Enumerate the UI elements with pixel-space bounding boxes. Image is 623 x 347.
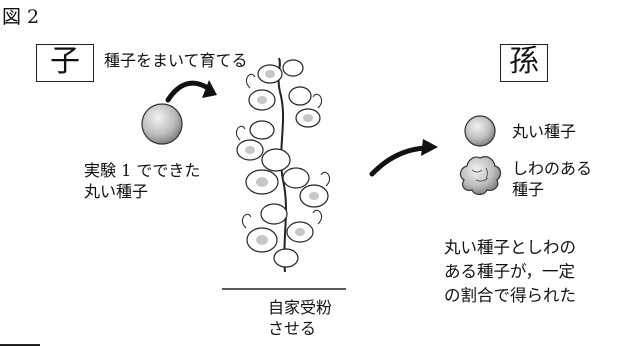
child-generation-label: 子 (36, 44, 94, 82)
result-text-line1: 丸い種子としわの (444, 238, 576, 257)
self-pollination-label: 自家受粉 させる (268, 297, 332, 339)
result-text: 丸い種子としわの ある種子が，一定 の割合で得られた (444, 236, 576, 308)
grandchild-generation-label: 孫 (500, 44, 548, 82)
result-arrow-icon (369, 139, 438, 177)
wrinkled-seed-label: しわのある 種子 (512, 158, 592, 200)
child-seed-caption-line2: 丸い種子 (84, 182, 149, 201)
figure-title: 図 2 (2, 6, 40, 28)
wrinkled-seed-label-line1: しわのある (512, 159, 593, 178)
result-text-line2: ある種子が，一定 (444, 262, 576, 281)
wrinkled-seed-label-line2: 種子 (512, 180, 545, 199)
grandchild-round-seed-icon (464, 115, 496, 147)
sow-caption: 種子をまいて育てる (104, 51, 248, 70)
pea-plant-icon (235, 57, 331, 273)
child-seed-caption: 実験 1 でできた 丸い種子 (84, 160, 200, 202)
child-seed-caption-line1: 実験 1 でできた (84, 161, 201, 180)
round-seed-icon (141, 103, 183, 145)
bottom-rule (0, 344, 40, 346)
sow-arrow-icon (165, 80, 217, 103)
self-pollination-label-line2: させる (268, 319, 317, 338)
round-seed-label: 丸い種子 (512, 122, 577, 141)
result-text-line3: の割合で得られた (444, 286, 576, 305)
wrinkled-seed-icon (459, 156, 502, 196)
self-pollination-label-line1: 自家受粉 (268, 298, 333, 317)
